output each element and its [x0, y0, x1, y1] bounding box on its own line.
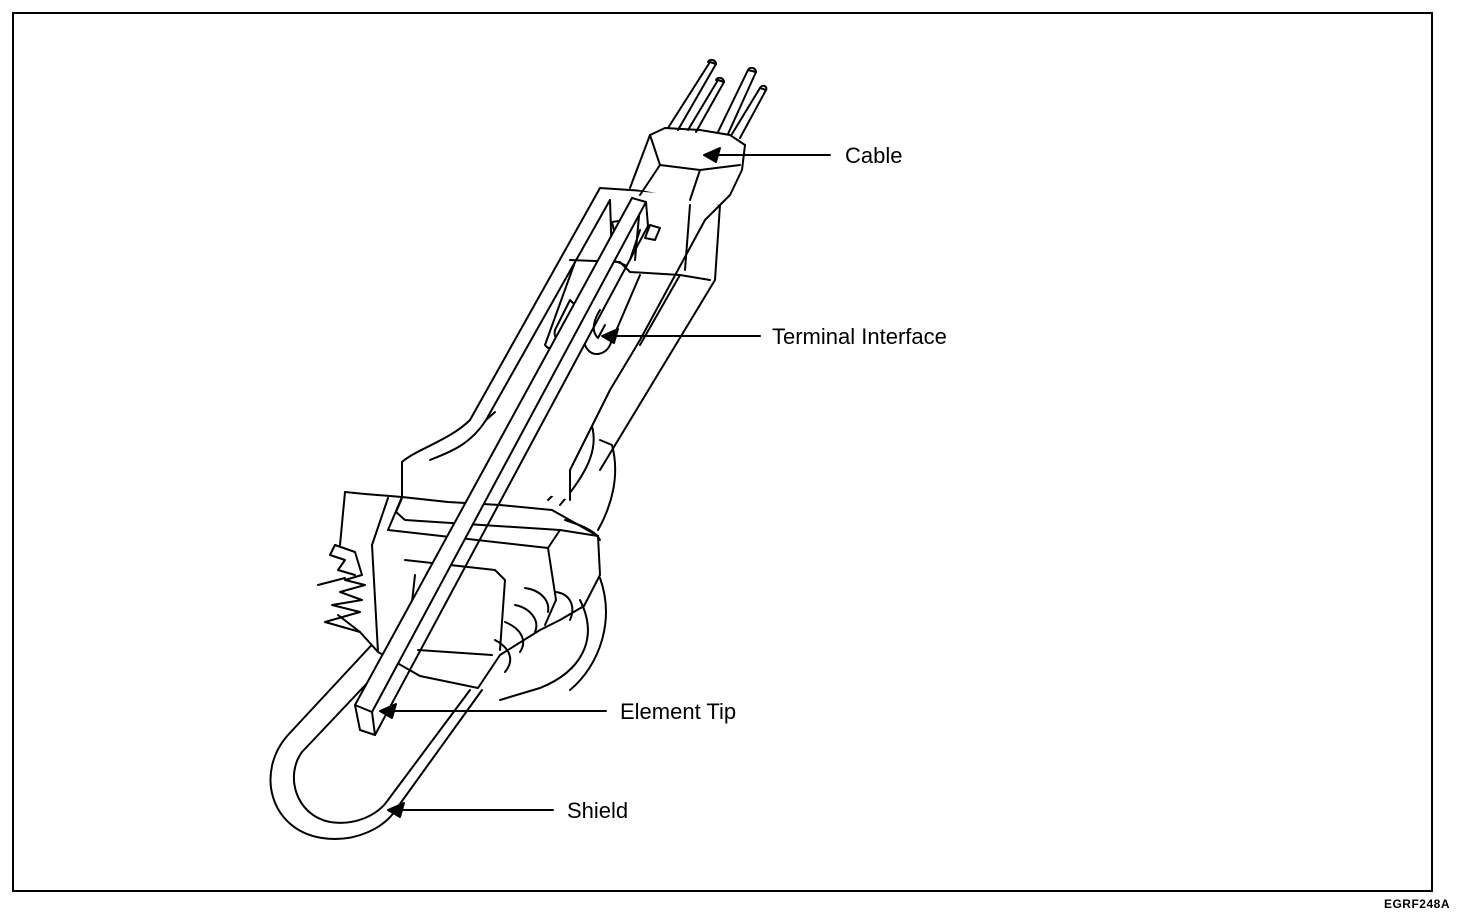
- cable-grommet: [629, 127, 746, 206]
- label-shield: Shield: [567, 798, 629, 823]
- label-cable: Cable: [845, 143, 903, 168]
- figure-frame: [12, 12, 1433, 892]
- figure-code: EGRF248A: [1383, 897, 1450, 911]
- thread-left: [317, 544, 366, 633]
- label-element-tip: Element Tip: [620, 699, 737, 724]
- terminal-interface-arrowhead: [601, 328, 619, 344]
- label-terminal-interface: Terminal Interface: [772, 324, 947, 349]
- shield-arrowhead: [387, 802, 405, 818]
- leader-lines: [379, 147, 831, 818]
- thread-right: [494, 577, 607, 701]
- cable-wires: [667, 58, 768, 139]
- cable-arrowhead: [703, 147, 721, 163]
- element-tip-arrowhead: [379, 703, 397, 719]
- sensing-element: [354, 197, 649, 736]
